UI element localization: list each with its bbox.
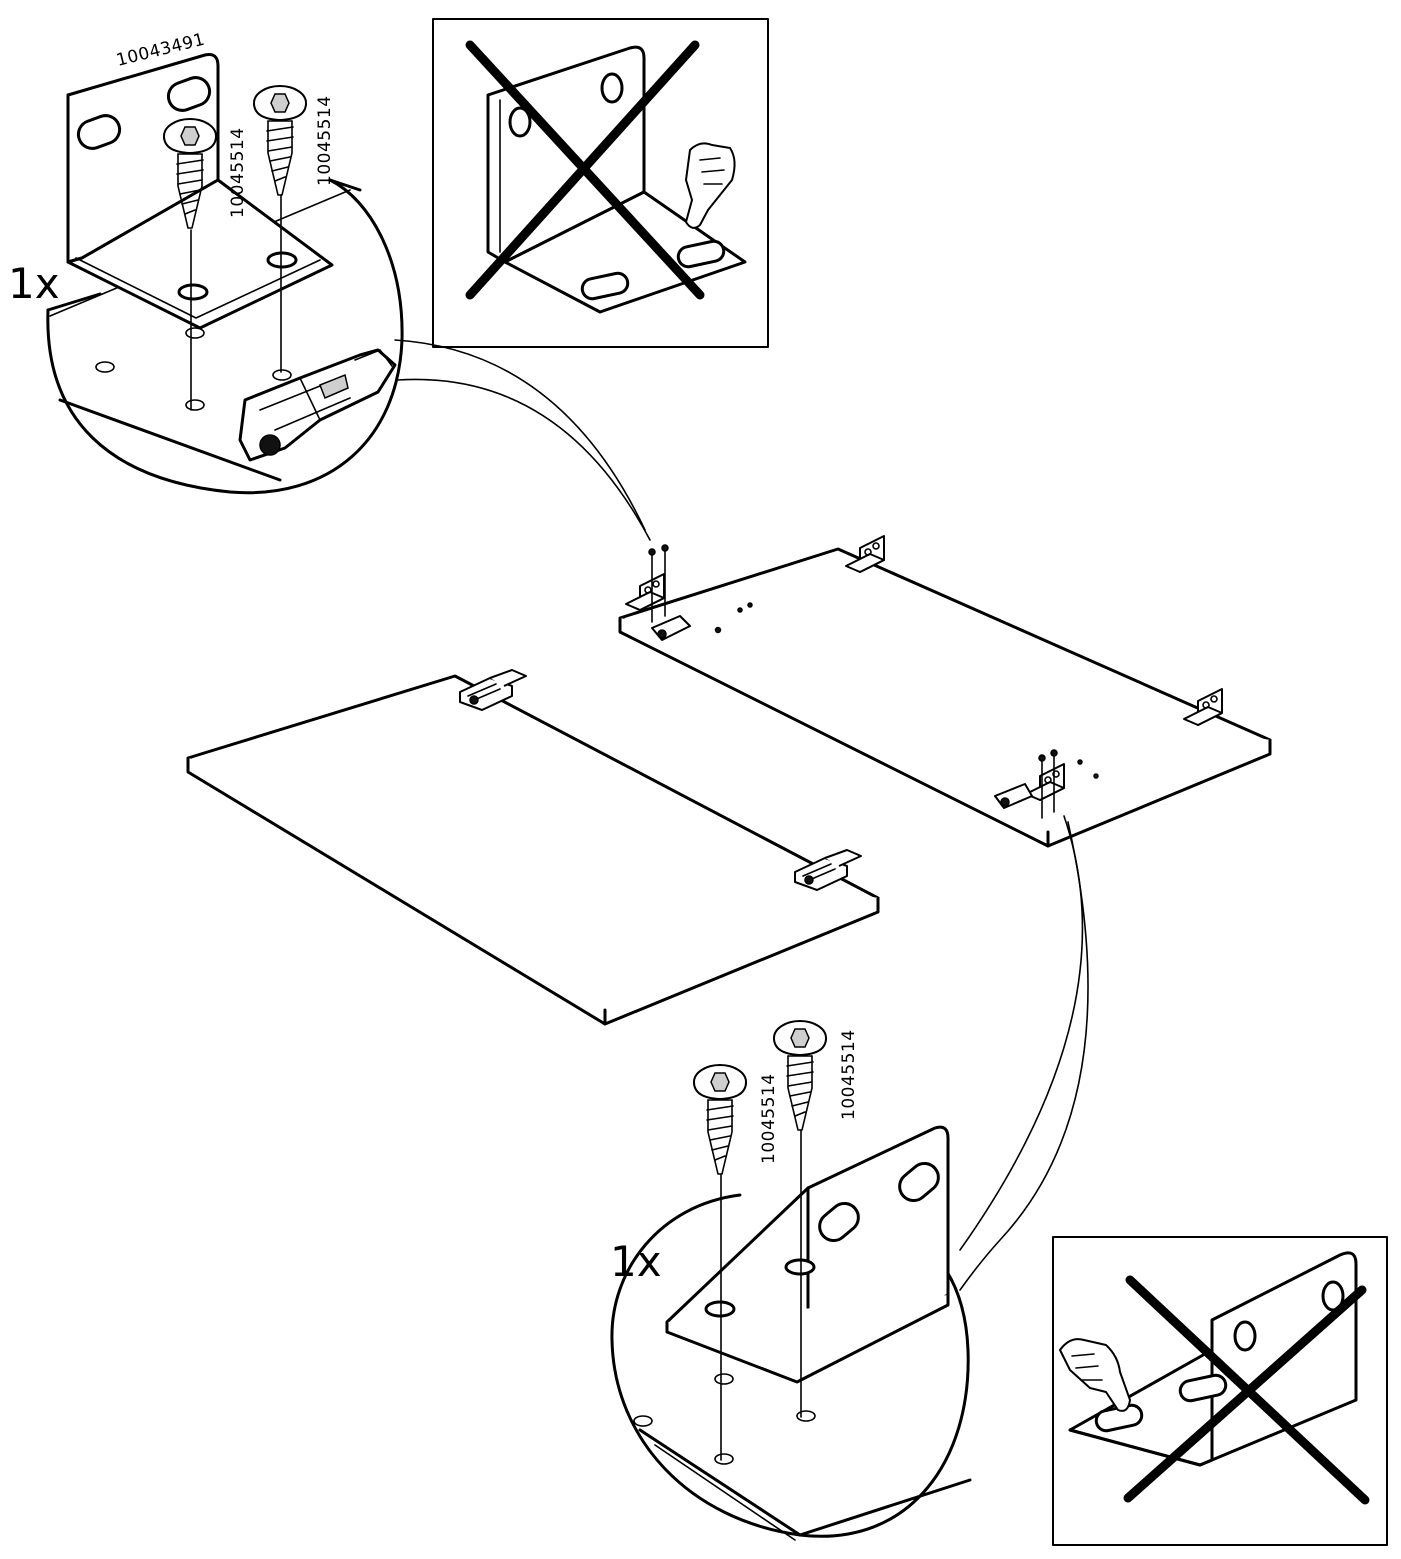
hinge-detail-top bbox=[238, 348, 397, 462]
screw-part-number-top-b: 10045514 bbox=[315, 95, 335, 186]
bracket-bottom bbox=[665, 1125, 950, 1384]
screw-bottom-a bbox=[693, 1064, 747, 1175]
crossed-out-bracket-hand-icon bbox=[1059, 1251, 1370, 1505]
quantity-label-bottom: 1x bbox=[610, 1237, 662, 1286]
callout-bottom-detail: 1x 10045514 10045514 bbox=[610, 1020, 972, 1541]
screw-part-number-bottom-b: 10045514 bbox=[839, 1029, 859, 1120]
screw-bottom-b bbox=[773, 1020, 827, 1131]
panel-left bbox=[186, 669, 880, 1026]
crossed-out-bracket-hand-icon bbox=[465, 40, 747, 314]
hinge-small-1 bbox=[459, 669, 527, 711]
bracket-10043491 bbox=[66, 53, 334, 330]
panel-right bbox=[618, 535, 1272, 848]
screw-part-number-bottom-a: 10045514 bbox=[759, 1073, 779, 1164]
magnifier-circle-top bbox=[46, 178, 404, 495]
wrong-orientation-box-top bbox=[432, 18, 769, 348]
wrong-orientation-box-bottom bbox=[1052, 1236, 1388, 1546]
quantity-label-top: 1x bbox=[8, 259, 60, 308]
screw-part-number-top-a: 10045514 bbox=[228, 127, 248, 218]
screw-top-b bbox=[253, 85, 307, 196]
callout-top-detail: 1x 10043491 10045514 10045514 bbox=[8, 30, 404, 495]
